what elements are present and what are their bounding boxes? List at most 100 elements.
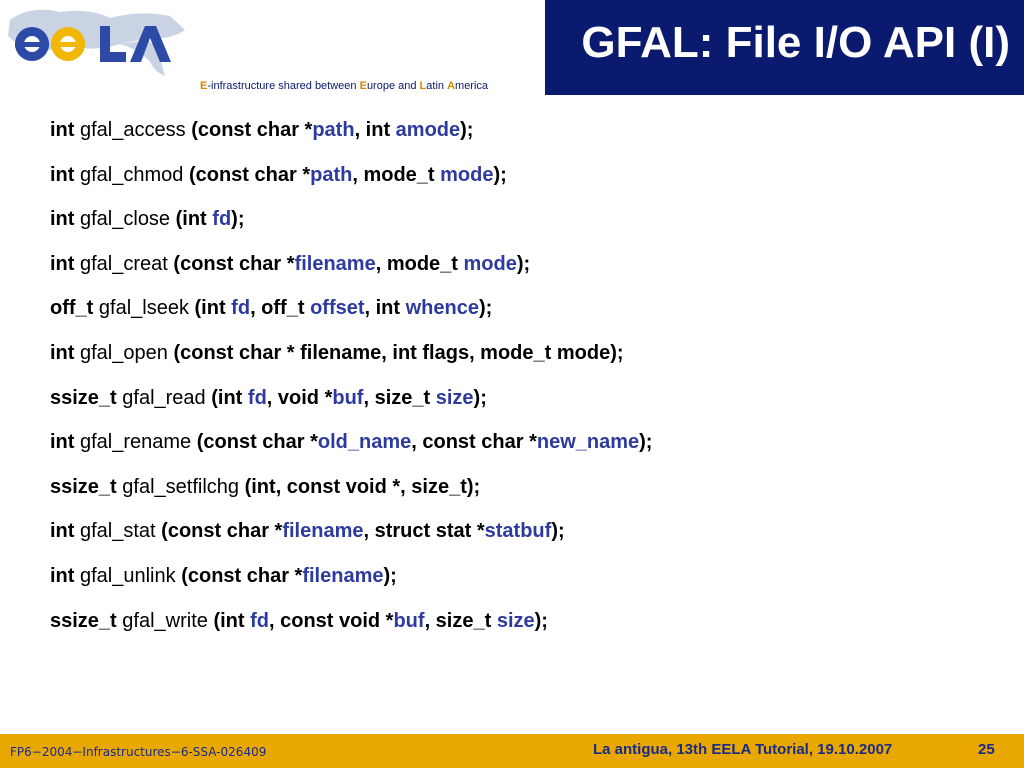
signature-part: (int [175,208,213,231]
signature-part: (const char * [191,119,313,141]
api-line: int gfal_unlink (const char *filename); [50,562,1004,607]
function-name: gfal_rename [80,431,192,454]
footer-event: La antigua, 13th EELA Tutorial, 19.10.20… [593,741,893,758]
param-name: path [312,119,355,141]
signature-part: , int [354,119,396,141]
function-name: gfal_read [122,386,206,409]
param-name: path [310,163,353,186]
tagline-text: urope and [366,80,420,92]
signature-part: (const char * [173,252,295,275]
signature-part: ); [478,297,493,320]
api-line: int gfal_access (const char *path, int a… [50,116,1004,161]
tagline: E-infrastructure shared between Europe a… [200,80,488,92]
signature-part: , void * [266,386,333,409]
tagline-letter: E [200,80,208,92]
tagline-text: atin [426,80,448,92]
signature-part: (int [213,609,251,632]
signature-part: (const char * [196,431,318,454]
signature-part: , mode_t [352,163,441,186]
signature-part: ); [493,163,507,186]
signature-part: ); [639,431,653,454]
api-line: int gfal_chmod (const char *path, mode_t… [50,161,1004,206]
signature-part: (const char * filename, int flags, mode_… [173,341,624,364]
function-name: gfal_setfilchg [122,475,240,498]
api-line: int gfal_stat (const char *filename, str… [50,517,1004,562]
api-line: int gfal_close (int fd); [50,205,1004,250]
param-name: fd [212,208,232,231]
api-line: off_t gfal_lseek (int fd, off_t offset, … [50,294,1004,339]
param-name: old_name [317,431,412,454]
slide-footer: FP6−2004−Infrastructures−6-SSA-026409 La… [0,734,1024,768]
signature-part: (const char * [181,564,303,587]
return-type: ssize_t [50,609,117,632]
param-name: buf [332,386,364,409]
signature-part: ); [534,609,548,632]
tagline-text: merica [455,80,489,92]
param-name: mode [440,163,494,186]
return-type: int [50,564,75,587]
api-line: int gfal_rename (const char *old_name, c… [50,428,1004,473]
page-number: 25 [978,741,995,758]
signature-part: , size_t [424,609,497,632]
function-name: gfal_access [80,119,186,141]
return-type: int [50,431,75,454]
signature-part: (int, const void *, size_t); [244,475,481,498]
param-name: statbuf [484,520,552,543]
eela-logo-icon [8,9,185,76]
api-line: ssize_t gfal_setfilchg (int, const void … [50,473,1004,518]
param-name: filename [302,564,384,587]
signature-part: , int [364,297,406,320]
signature-part: (int [194,297,232,320]
signature-part: ); [231,208,245,231]
function-name: gfal_chmod [80,163,184,186]
signature-part: , mode_t [375,252,464,275]
api-line: int gfal_open (const char * filename, in… [50,339,1004,384]
signature-part: , size_t [363,386,436,409]
param-name: fd [250,609,269,632]
param-name: new_name [536,431,640,454]
return-type: int [50,520,75,543]
function-name: gfal_unlink [80,564,176,587]
tagline-letter: E [359,80,367,92]
signature-part: ); [460,119,474,141]
return-type: ssize_t [50,475,117,498]
function-name: gfal_open [80,341,168,364]
api-listing: int gfal_access (const char *path, int a… [50,116,1004,651]
signature-part: , struct stat * [363,520,485,543]
return-type: int [50,163,75,186]
function-name: gfal_stat [80,520,156,543]
footer-project-id: FP6−2004−Infrastructures−6-SSA-026409 [10,745,267,759]
param-name: amode [395,119,461,141]
api-line: ssize_t gfal_write (int fd, const void *… [50,607,1004,652]
param-name: size [435,386,474,409]
function-name: gfal_close [80,208,171,231]
signature-part: (const char * [161,520,283,543]
signature-part: (int [211,386,248,409]
signature-part: ); [383,564,397,587]
api-line: int gfal_creat (const char *filename, mo… [50,250,1004,295]
param-name: fd [247,386,267,409]
return-type: int [50,341,75,364]
param-name: offset [310,297,365,320]
signature-part: , const char * [411,431,537,454]
slide-header: E-infrastructure shared between Europe a… [0,0,1024,95]
function-name: gfal_creat [80,252,168,275]
logo-area: E-infrastructure shared between Europe a… [0,0,545,95]
signature-part: , const void * [269,609,394,632]
signature-part: ); [516,252,531,275]
tagline-letter: A [447,80,456,92]
tagline-letter: L [419,80,427,92]
slide-title: GFAL: File I/O API (I) [581,18,1010,67]
param-name: filename [294,252,376,275]
function-name: gfal_write [122,609,208,632]
signature-part: ); [551,520,565,543]
return-type: int [50,208,75,231]
return-type: off_t [50,297,94,320]
param-name: filename [282,520,364,543]
param-name: fd [231,297,251,320]
signature-part: ); [473,386,487,409]
signature-part: (const char * [188,163,311,186]
param-name: whence [405,297,479,320]
param-name: buf [393,609,425,632]
return-type: int [50,119,75,141]
